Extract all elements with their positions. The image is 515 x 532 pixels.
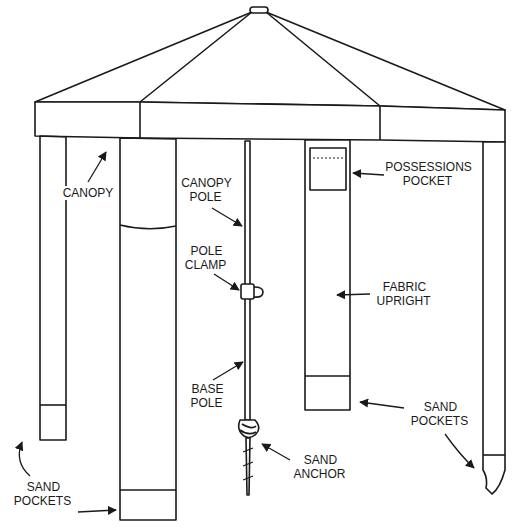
- sand-anchor-thread: [243, 448, 253, 480]
- pole-clamp: [241, 284, 254, 299]
- label-text: SAND ANCHOR: [293, 453, 346, 481]
- part-label: POSSESSIONS POCKET: [378, 160, 478, 188]
- canopy-roof: [35, 12, 505, 110]
- leader-line: [360, 402, 404, 408]
- leader-line: [212, 208, 242, 226]
- sand-anchor-spike: [246, 438, 250, 495]
- leader-line: [262, 444, 290, 460]
- label-text: POSSESSIONS POCKET: [384, 160, 472, 188]
- sand-anchor-head: [239, 420, 259, 438]
- sand-pocket: [40, 404, 66, 406]
- label-text: CANOPY POLE: [180, 176, 232, 204]
- part-label: SAND POCKETS: [6, 480, 80, 508]
- label-text: FABRIC UPRIGHT: [377, 280, 432, 308]
- valance-seam: [140, 102, 380, 140]
- possessions-pocket: [310, 148, 346, 190]
- leader-line: [353, 173, 384, 175]
- canopy-valance: [35, 102, 505, 142]
- sand-pocket: [483, 454, 505, 456]
- upright-fold: [120, 225, 176, 229]
- part-label: CANOPY: [58, 186, 118, 200]
- label-text: POLE CLAMP: [185, 244, 227, 272]
- sand-pocket: [305, 375, 350, 377]
- clamp-lever: [254, 287, 263, 297]
- roof-seam: [140, 12, 380, 106]
- leader-line: [214, 274, 239, 290]
- leader-line: [19, 442, 30, 476]
- part-label: POLE CLAMP: [178, 244, 234, 272]
- part-label: BASE POLE: [182, 382, 232, 410]
- label-text: BASE POLE: [190, 382, 223, 410]
- leader-line: [445, 434, 474, 468]
- leader-line: [213, 362, 243, 380]
- leader-line: [88, 152, 106, 182]
- leader-line: [78, 510, 116, 512]
- part-label: SAND POCKETS: [402, 400, 478, 428]
- part-label: CANOPY POLE: [175, 176, 237, 204]
- label-text: SAND POCKETS: [14, 480, 72, 508]
- pocket-stitch: [313, 158, 343, 159]
- fabric-upright: [305, 140, 350, 410]
- label-text: CANOPY: [62, 186, 115, 200]
- roof-top-cap: [250, 7, 268, 13]
- label-text: SAND POCKETS: [411, 400, 469, 428]
- sand-anchor-twist: [240, 424, 256, 434]
- canopy-pole: [245, 141, 250, 286]
- fabric-upright: [483, 142, 505, 494]
- part-label: FABRIC UPRIGHT: [366, 280, 442, 308]
- fabric-upright: [40, 136, 66, 440]
- part-label: SAND ANCHOR: [283, 453, 357, 481]
- sand-pocket: [120, 489, 176, 491]
- leader-line: [337, 294, 370, 295]
- fabric-upright: [120, 138, 176, 520]
- base-pole: [245, 298, 250, 420]
